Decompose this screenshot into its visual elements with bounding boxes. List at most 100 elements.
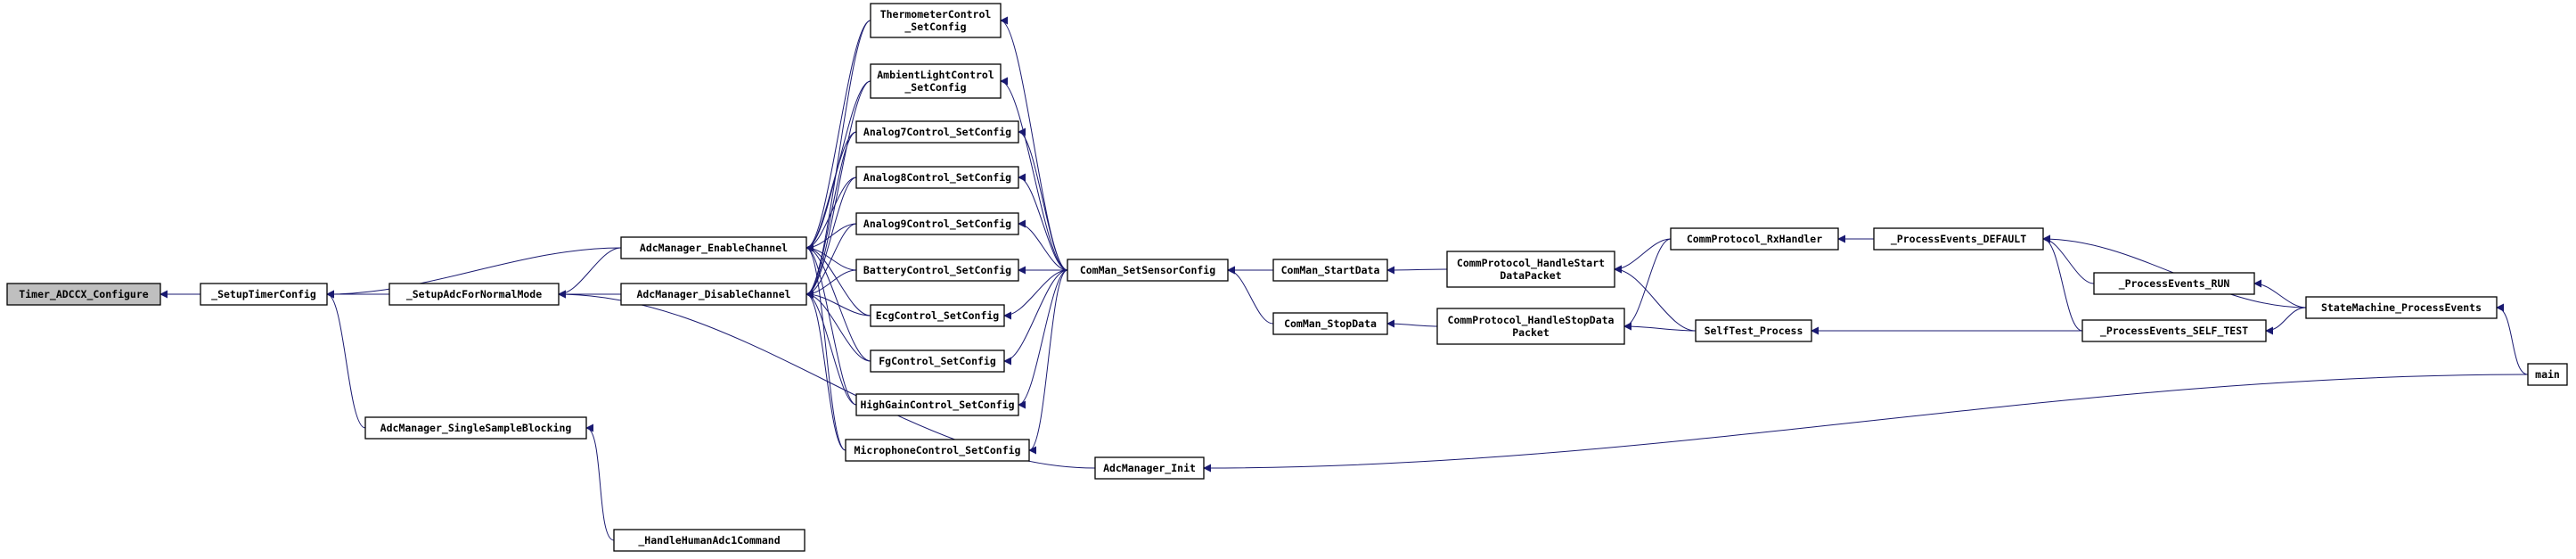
node-box [1670,227,1839,251]
edge-ecg-to-adcEnable [806,243,871,316]
node-label: AdcManager_Init [1103,462,1196,475]
node-label: _SetupAdcForNormalMode [406,288,542,301]
node-peDefault[interactable]: _ProcessEvents_DEFAULT [1873,227,2044,251]
node-stopData[interactable]: ComMan_StopData [1272,312,1388,335]
node-analog9[interactable]: Analog9Control_SetConfig [855,212,1019,235]
node-label: Timer_ADCCX_Configure [19,288,148,301]
node-box [388,283,560,306]
node-box [870,349,1005,373]
node-label: AdcManager_SingleSampleBlocking [380,422,572,435]
edge-analog8-to-adcDisable [806,177,857,299]
node-label: ThermometerControl [880,8,992,21]
node-label: BatteryControl_SetConfig [863,264,1011,277]
node-label: Analog7Control_SetConfig [863,126,1011,139]
edge-hStop-to-stopData [1386,319,1438,328]
node-label: _SetupTimerConfig [211,288,316,301]
node-startData[interactable]: ComMan_StartData [1272,259,1388,282]
edge-thermo-to-adcEnable [806,20,871,252]
node-label: StateMachine_ProcessEvents [2321,301,2482,315]
node-box [870,3,1002,38]
node-sensor[interactable]: ComMan_SetSensorConfig [1067,259,1229,282]
node-peSelf[interactable]: _ProcessEvents_SELF_TEST [2081,319,2267,342]
edge-smpe-to-peSelf [2265,307,2307,335]
nodes-layer: Timer_ADCCX_Configure _SetupTimerConfig _S… [6,3,2568,552]
node-ambient[interactable]: AmbientLightControl_SetConfig [870,63,1002,99]
node-adcInit[interactable]: AdcManager_Init [1094,456,1205,480]
node-smpe[interactable]: StateMachine_ProcessEvents [2305,296,2498,319]
node-adcDisable[interactable]: AdcManager_DisableChannel [620,283,807,306]
node-setupTimer[interactable]: _SetupTimerConfig [200,283,328,306]
edge-adcEnable-to-setupAdc [558,247,622,299]
node-selfTest[interactable]: SelfTest_Process [1695,319,1812,342]
node-peRun[interactable]: _ProcessEvents_RUN [2093,272,2255,295]
node-label: Packet [1512,326,1550,339]
node-label: CommProtocol_HandleStart [1457,257,1605,270]
node-box [2081,319,2267,342]
edge-sensor-to-micro [1028,269,1068,455]
node-box [1873,227,2044,251]
node-box [2305,296,2498,319]
node-box [870,63,1002,99]
node-box [620,236,807,259]
node-box [364,416,587,440]
edge-rx-to-hStart [1614,238,1672,274]
node-fg[interactable]: FgControl_SetConfig [870,349,1005,373]
node-highgain[interactable]: HighGainControl_SetConfig [855,393,1019,416]
edge-selfTest-to-hStop [1623,322,1697,332]
node-adcSingle[interactable]: AdcManager_SingleSampleBlocking [364,416,587,440]
edge-peSelf-to-peDefault [2042,234,2083,332]
node-label: _HandleHumanAdc1Command [638,534,780,547]
node-setupAdc[interactable]: _SetupAdcForNormalMode [388,283,560,306]
node-label: AdcManager_EnableChannel [640,242,788,255]
edge-adcEnable-to-setupTimer [326,247,622,299]
node-thermo[interactable]: ThermometerControl_SetConfig [870,3,1002,38]
node-label: AdcManager_DisableChannel [636,288,790,301]
node-micro[interactable]: MicrophoneControl_SetConfig [845,439,1030,462]
node-adcEnable[interactable]: AdcManager_EnableChannel [620,236,807,259]
edge-sensor-to-highgain [1018,269,1068,409]
node-label: MicrophoneControl_SetConfig [855,444,1021,457]
edge-highgain-to-adcEnable [806,243,857,406]
node-label: _ProcessEvents_RUN [2119,277,2230,291]
node-label: _ProcessEvents_SELF_TEST [2100,325,2248,338]
edge-smpe-to-peRun [2253,279,2307,308]
node-box [855,212,1019,235]
node-label: ComMan_StopData [1284,317,1377,331]
node-timer[interactable]: Timer_ADCCX_Configure [6,283,161,306]
node-box [1067,259,1229,282]
node-label: HighGainControl_SetConfig [860,399,1014,412]
node-rx[interactable]: CommProtocol_RxHandler [1670,227,1839,251]
edge-main-to-smpe [2496,303,2529,375]
edge-main-to-adcInit [1203,374,2529,473]
node-box [855,259,1019,282]
edge-sensor-to-analog8 [1018,173,1068,271]
node-box [2527,363,2568,386]
node-analog7[interactable]: Analog7Control_SetConfig [855,120,1019,144]
node-label: ComMan_StartData [1281,264,1380,277]
node-box [2093,272,2255,295]
node-ecg[interactable]: EcgControl_SetConfig [870,304,1005,327]
edge-rx-to-hStop [1623,238,1672,331]
node-box [1695,319,1812,342]
edge-adcSingle-to-setupTimer [326,290,366,429]
node-handleHuman[interactable]: _HandleHumanAdc1Command [613,529,806,552]
edge-sensor-to-analog9 [1018,219,1068,271]
node-label: _SetConfig [904,21,966,34]
node-label: DataPacket [1500,269,1561,282]
node-analog8[interactable]: Analog8Control_SetConfig [855,166,1019,189]
edge-stopData-to-sensor [1227,266,1274,325]
node-label: SelfTest_Process [1705,325,1803,338]
node-box [613,529,806,552]
edge-micro-to-adcDisable [806,290,846,451]
edge-hStart-to-startData [1386,266,1448,275]
node-label: EcgControl_SetConfig [876,309,1000,323]
node-main[interactable]: main [2527,363,2568,386]
edge-selfTest-to-hStart [1614,265,1697,332]
node-label: main [2535,368,2560,381]
edge-fg-to-adcDisable [806,290,871,362]
node-label: _SetConfig [904,81,966,95]
node-battery[interactable]: BatteryControl_SetConfig [855,259,1019,282]
